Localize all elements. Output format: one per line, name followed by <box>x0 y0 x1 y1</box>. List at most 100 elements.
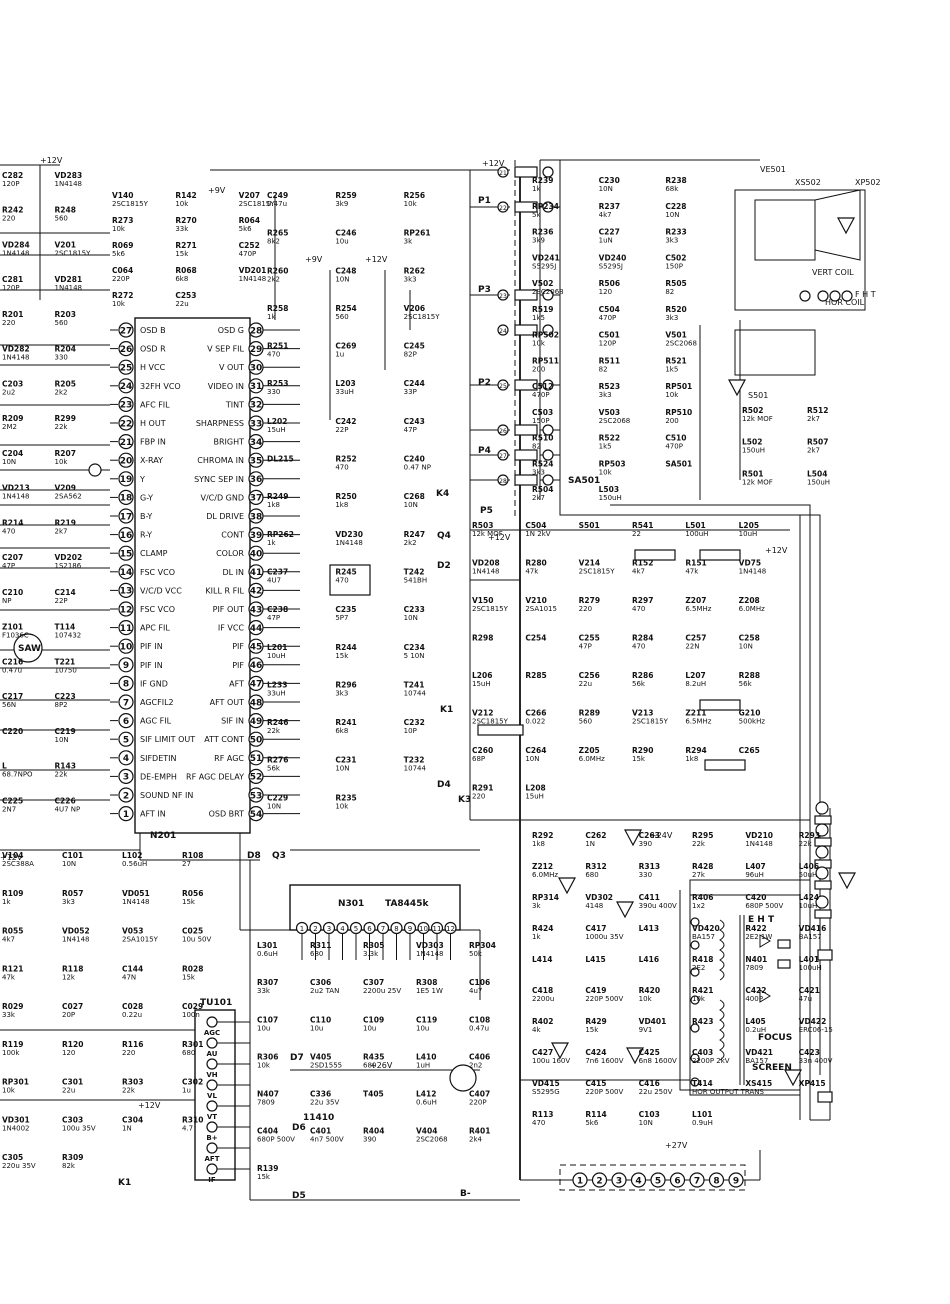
component-value: 120 <box>599 288 612 296</box>
component-value: 22N <box>685 643 699 651</box>
component-ref: R069 <box>112 241 133 250</box>
tuner-name: TU101 <box>200 998 232 1008</box>
n201-pin-label: KILL R FIL <box>205 586 244 595</box>
component-value: 220 <box>579 605 592 613</box>
component-ref: C502 <box>665 253 686 262</box>
n201-pin-label: V/C/D GND <box>201 493 245 502</box>
component-ref: C242 <box>335 417 356 426</box>
n201-pin-number: 46 <box>250 661 263 671</box>
component-value: 1k <box>2 898 11 906</box>
n201-pin-17 <box>118 508 134 524</box>
component-ref: L102 <box>122 851 142 860</box>
component-ref: C110 <box>310 1015 331 1024</box>
component-ref: C302 <box>182 1078 203 1087</box>
component-ref: C207 <box>2 553 23 562</box>
component-ref: C064 <box>112 266 133 275</box>
component-value: 120P <box>599 340 617 348</box>
rail-12v-v150: +12V <box>488 533 511 542</box>
n201-pin-label: VIDEO IN <box>208 382 244 391</box>
component-value: 2k2 <box>267 275 280 283</box>
component-value: 10k <box>112 300 126 308</box>
component-glyphs: SAW <box>13 379 856 1092</box>
component-value: 6n8 1600V <box>639 1057 677 1065</box>
component-value: 0.6uH <box>416 1099 437 1107</box>
ic-n201-body <box>134 317 251 834</box>
component-value: 10k <box>257 1061 271 1069</box>
component-ref: C144 <box>122 964 143 973</box>
component-c254: C254 <box>525 634 546 643</box>
component-ref: C258 <box>739 634 760 643</box>
n201-pin-number: 37 <box>250 494 263 504</box>
n201-pin-5 <box>118 731 134 747</box>
component-ref: V503 <box>599 408 620 417</box>
tuner-pin-label: AGC <box>204 1029 220 1037</box>
component-value: 10u <box>335 238 348 246</box>
n201-pin-label: V OUT <box>219 363 244 372</box>
component-ref: R510 <box>532 434 553 443</box>
component-ref: R292 <box>532 831 553 840</box>
n301-pin-number: 3 <box>327 925 331 933</box>
component-value: 100k <box>2 1049 20 1057</box>
n201-pin-number: 31 <box>250 382 263 392</box>
component-value: 1N4148 <box>239 275 267 283</box>
component-ref: S501 <box>579 521 600 530</box>
component-ref: R241 <box>335 718 356 727</box>
component-ref: RP304 <box>469 941 496 950</box>
component-ref: C281 <box>2 275 23 284</box>
svg-text:27: 27 <box>499 453 507 460</box>
n201-pin-number: 29 <box>250 345 263 355</box>
warning-triangle-icon <box>838 872 856 890</box>
n201-pin-number: 33 <box>250 419 263 429</box>
component-value: 33k <box>175 225 189 233</box>
component-ref: V213 <box>632 709 653 718</box>
n201-pin-label: SHARPNESS <box>196 419 244 428</box>
label-p2: P2 <box>478 378 491 388</box>
n201-pin-27 <box>118 322 134 338</box>
warning-triangle-icon <box>837 217 855 235</box>
component-value: 22P <box>55 597 68 605</box>
component-value: 390 <box>363 1136 376 1144</box>
component-value: 22k <box>267 727 281 735</box>
tuner-pin <box>206 1016 218 1028</box>
n201-pin-22 <box>118 415 134 431</box>
component-t405: T405 <box>363 1090 384 1099</box>
component-value: 150uH <box>807 478 830 486</box>
component-value: 2n2 <box>469 1061 482 1069</box>
component-ref: VD420 <box>692 924 720 933</box>
component-ref: R505 <box>665 279 686 288</box>
bottom-connector-pin-number: 9 <box>733 1177 739 1187</box>
component-value: 1k8 <box>335 501 348 509</box>
component-value: 33k <box>2 1011 16 1019</box>
component-value: 10k <box>665 391 679 399</box>
component-ref: C101 <box>62 851 83 860</box>
component-value: 22u 250V <box>639 1088 673 1096</box>
component-ref: L301 <box>257 941 277 950</box>
component-value: 6k8 <box>335 727 348 735</box>
component-ref: R265 <box>267 229 288 238</box>
n201-pin-number: 49 <box>250 717 263 727</box>
component-value: 6.0MHz <box>532 871 558 879</box>
n201-pin-number: 11 <box>120 624 133 634</box>
